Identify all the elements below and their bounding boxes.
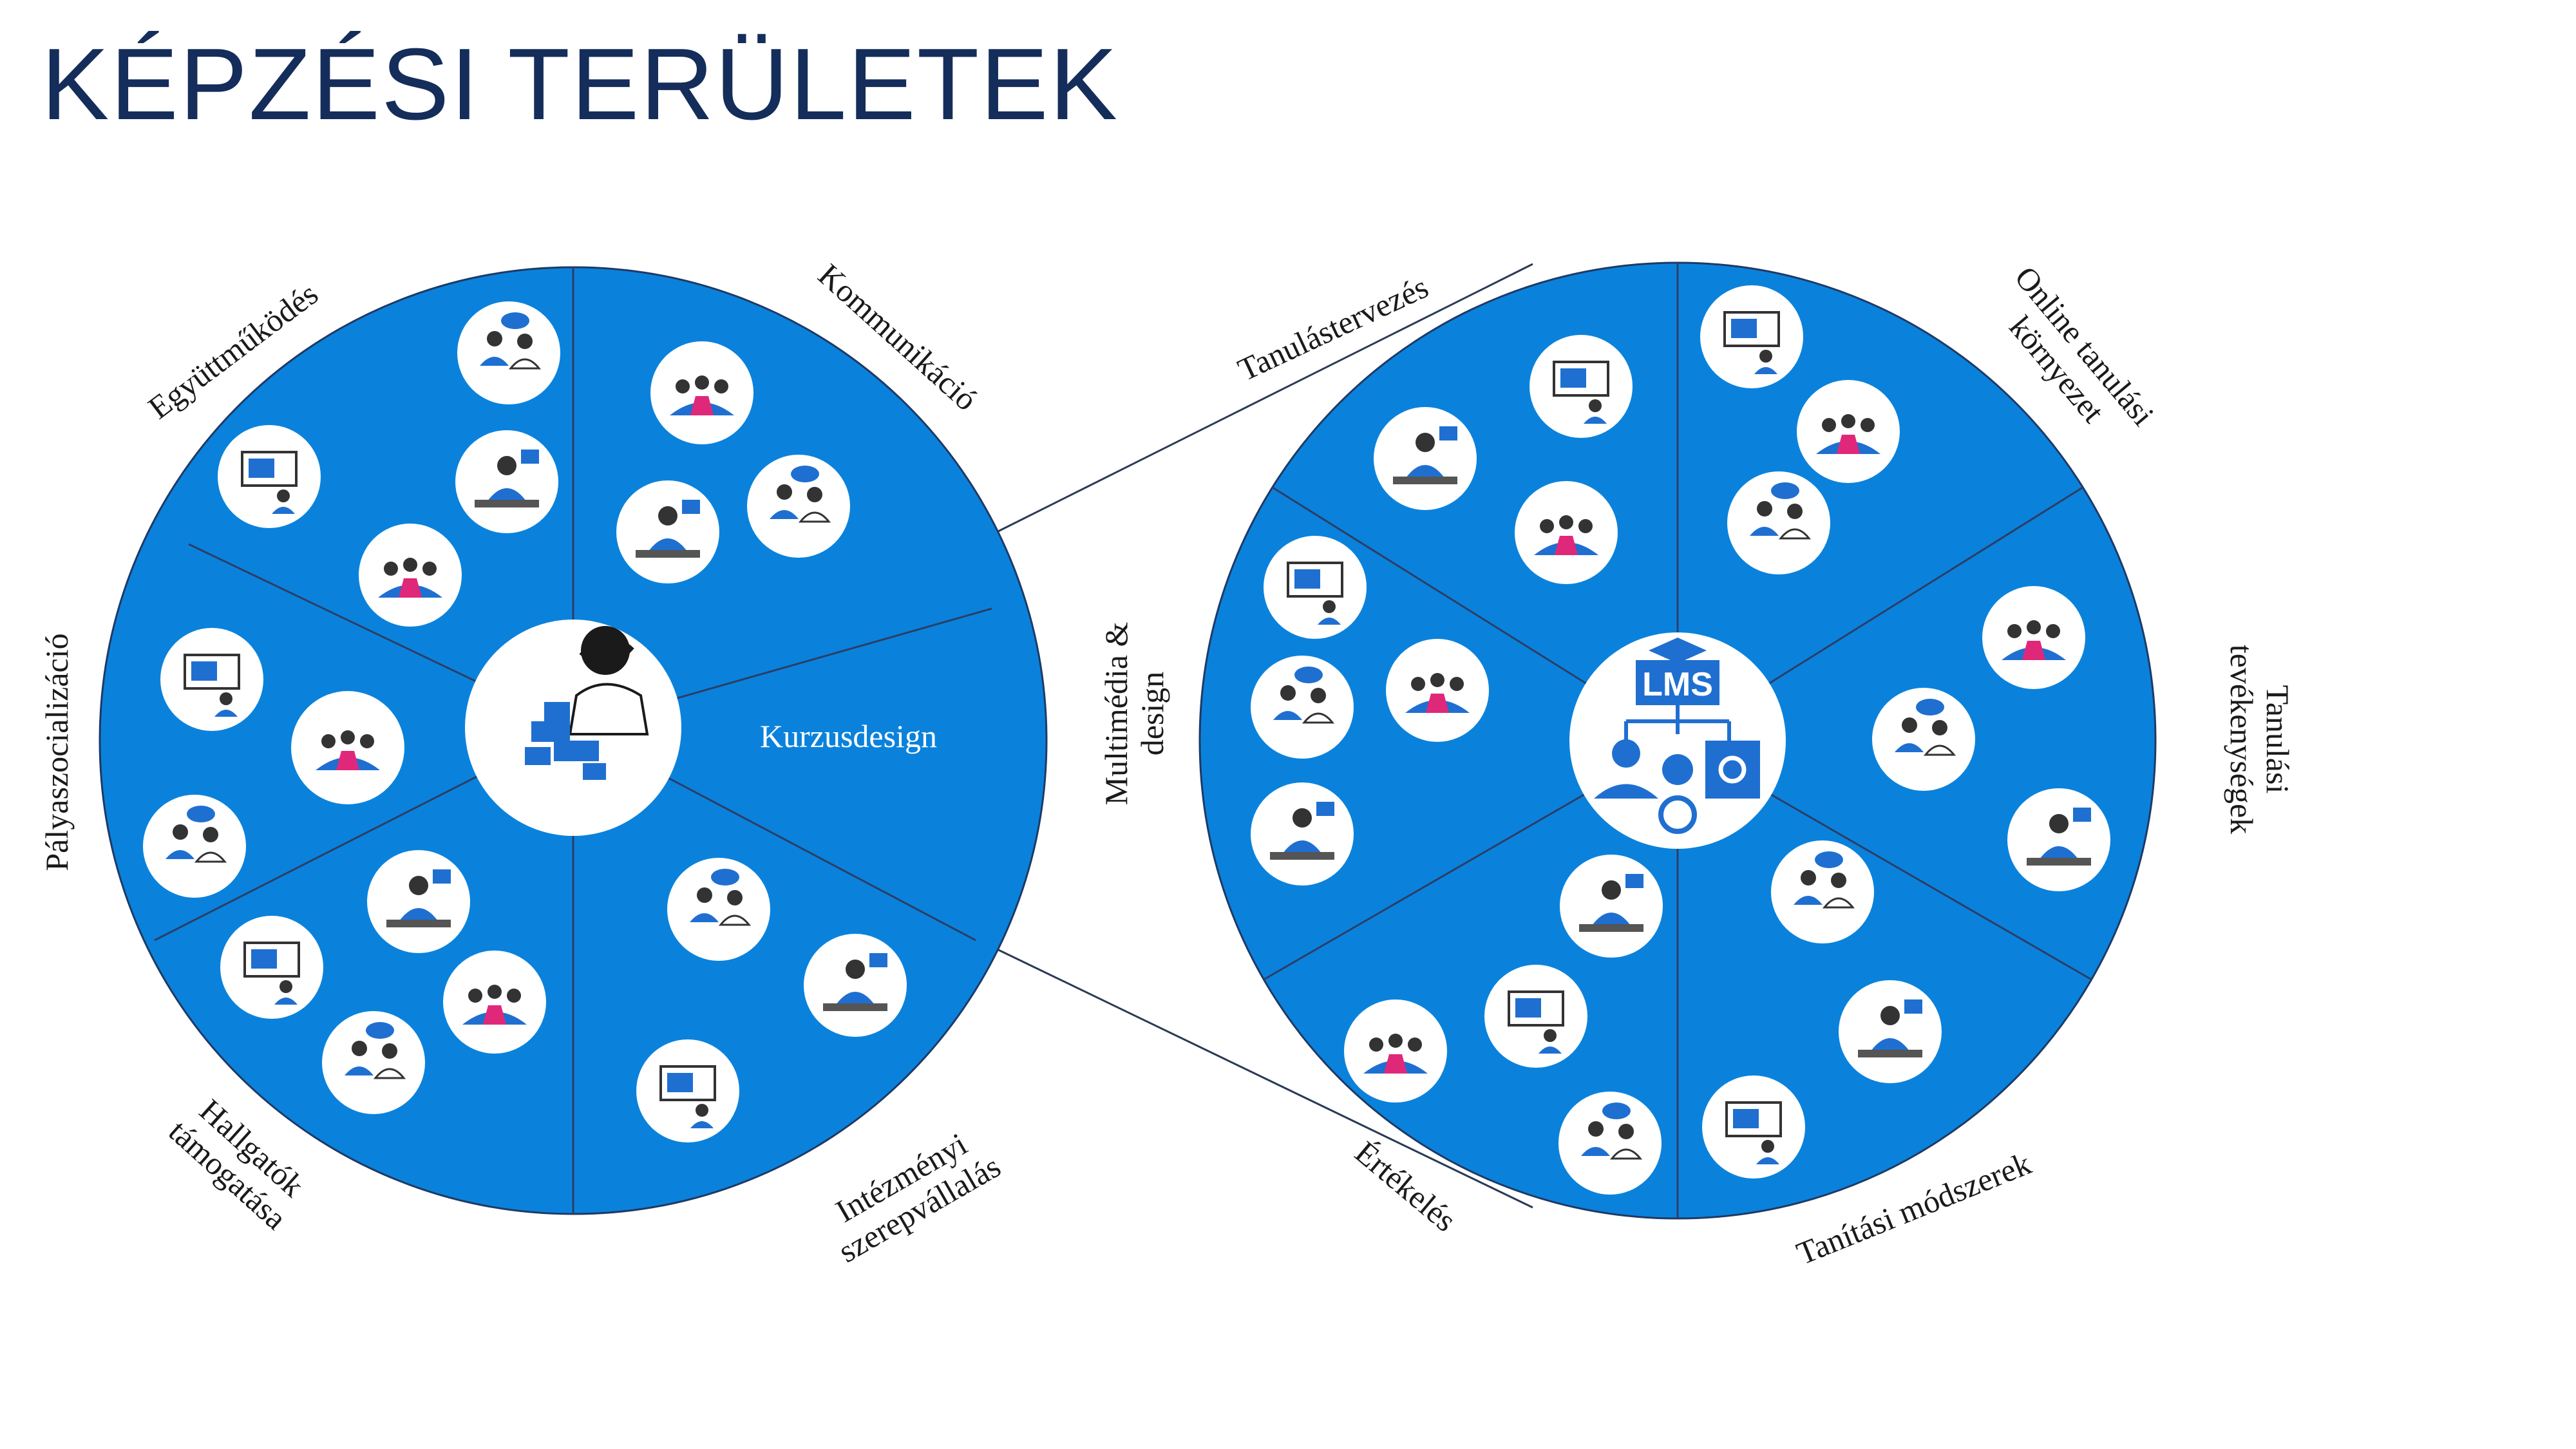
classroom-group-icon [291,691,404,804]
plant-presenter-icon [1530,335,1633,438]
right-wheel: LMS [1198,261,2157,1220]
computer-chat-icon [1982,586,2085,689]
label-multimedia-design: Multimédia &design [1098,622,1170,806]
social-media-people-icon [322,1011,425,1114]
label-tanulasi-tevekenysegek-line-1: Tanulási [2260,685,2296,794]
laboratory-icon [1558,1092,1662,1195]
handshake-circle-icon [616,480,719,583]
lms-label: LMS [1642,666,1713,703]
left-wheel-icons [143,301,907,1142]
desk-worker-icon [667,858,770,961]
pencil-person-icon [636,1039,739,1142]
flipchart-presenter-icon [1484,965,1587,1068]
star-rating-people-icon [1700,285,1803,388]
consulting-people-icon [359,524,462,627]
board-planning-icon [2007,788,2110,891]
meeting-people-icon [457,301,560,404]
zoom-connector-lines [991,263,1533,1209]
video-lecture-icon [1771,840,1874,943]
office-desks-icon [160,628,263,731]
landscape-walk-icon [1702,1075,1805,1179]
speech-bubbles-people-icon [747,455,850,558]
mind-map-group-icon [220,916,323,1019]
screen-tutorial-icon [1839,980,1942,1083]
home-desk-plant-icon [1727,471,1830,574]
two-people-talking-icon [650,341,753,444]
label-multimedia-design-line-2: design [1134,672,1170,756]
business-people-icon [367,850,470,953]
label-palyaszocializacio: Pályaszocializáció [39,633,75,871]
laptop-review-icon [1344,999,1447,1103]
video-conference-icon [1872,688,1975,791]
online-reader-icon [1797,380,1900,483]
woman-speech-bubbles-icon [804,934,907,1037]
video-screen-face-icon [143,795,246,898]
label-intezmenyi-szerepvallalas: Intézményiszerepvállalás [814,1117,1007,1269]
hand-drawing-screen-icon [1251,656,1354,759]
mountain-goal-icon [1374,407,1477,510]
connector-upper [991,263,1533,536]
monitor-design-icon [1386,639,1489,742]
label-tanulasi-tevekenysegek-line-2: tevékenységek [2224,645,2260,834]
page-title: KÉPZÉSI TERÜLETEK [41,28,1119,141]
artist-palette-icon [1264,536,1367,639]
teacher-students-icon [1515,481,1618,584]
center-label-kurzusdesign: Kurzusdesign [760,718,937,754]
label-tanulasi-tevekenysegek: Tanulásitevékenységek [2224,645,2296,834]
whiteboard-viewer-icon [1560,855,1663,958]
video-shooting-icon [1251,782,1354,886]
puzzle-pieces-icon [455,430,558,533]
team-group-icon [218,425,321,528]
connector-lower [991,945,1533,1209]
person-building-blocks-icon [525,626,649,780]
right-wheel-icons [1251,285,2110,1195]
label-multimedia-design-line-1: Multimédia & [1098,622,1134,806]
presentation-audience-icon [443,951,546,1054]
lms-hierarchy-icon: LMS [1594,638,1760,834]
left-wheel: Kurzusdesign [99,266,1048,1215]
